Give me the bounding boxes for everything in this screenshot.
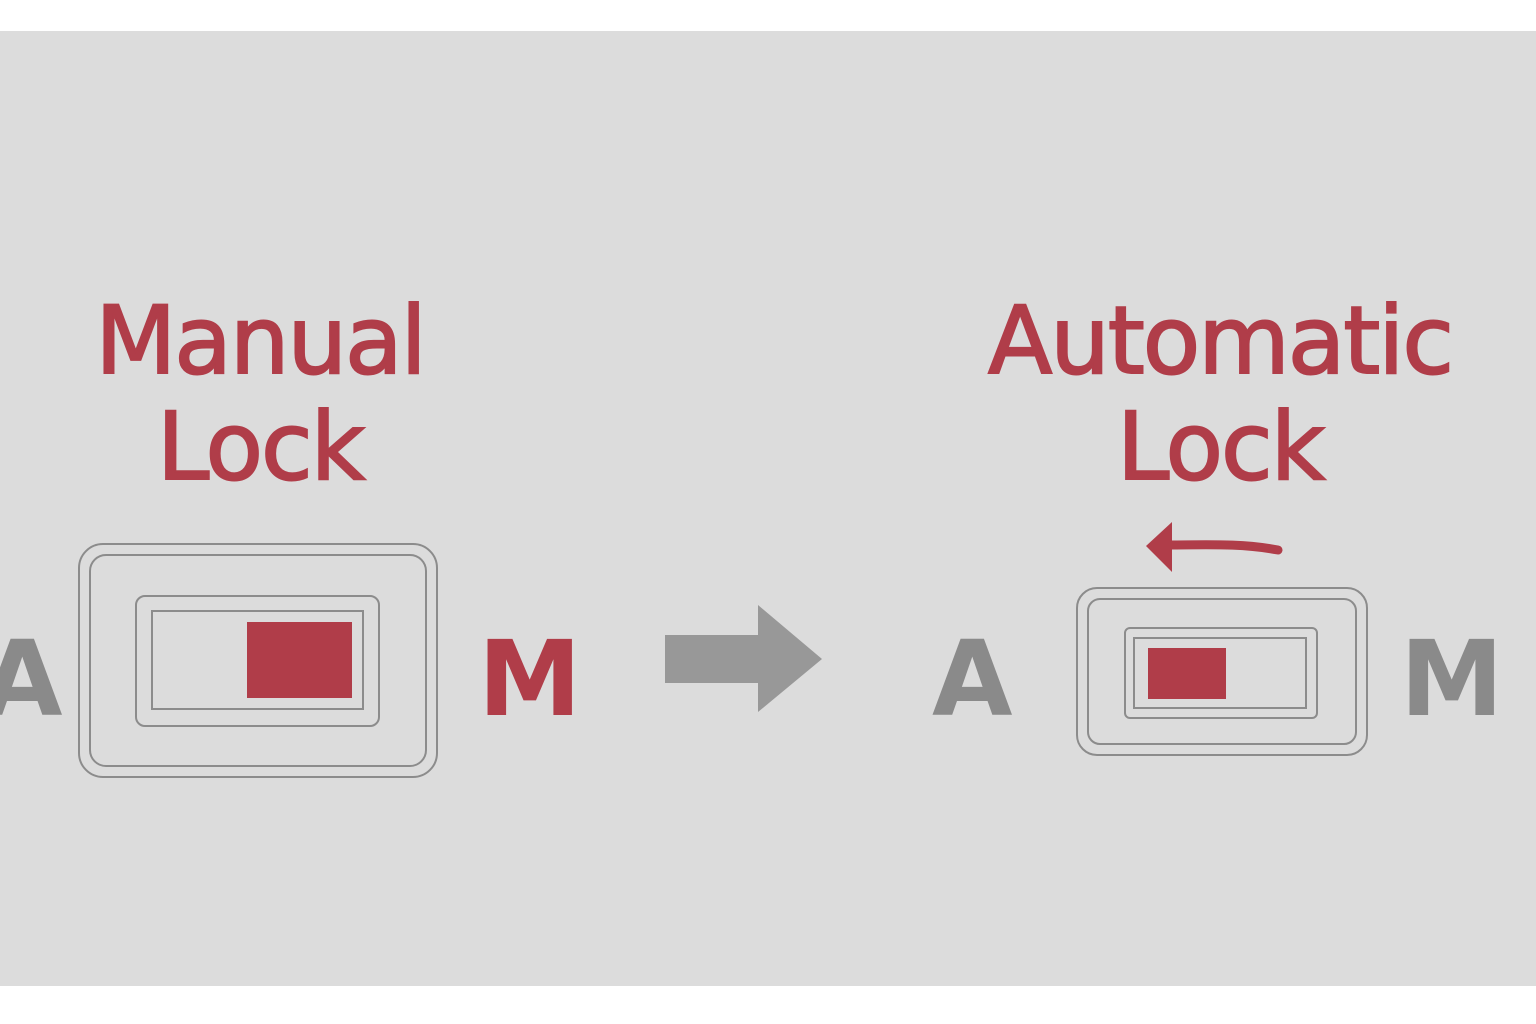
right-arrow-icon <box>665 605 822 712</box>
manual-switch-slot-inner <box>151 610 364 710</box>
diagram-artwork <box>78 522 1368 778</box>
auto-switch-slot-outer <box>1124 627 1318 719</box>
automatic-lock-switch <box>1076 587 1368 756</box>
manual-m-label: M <box>478 618 582 740</box>
manual-switch-outer-frame <box>78 543 438 778</box>
diagram-panel: Manual Lock Automatic Lock A M A M <box>0 31 1536 986</box>
auto-switch-outer-frame <box>1076 587 1368 756</box>
auto-switch-inner-frame <box>1087 598 1357 745</box>
manual-a-label: A <box>0 618 63 740</box>
manual-title-line1: Manual <box>94 287 428 396</box>
manual-lock-switch <box>78 543 438 778</box>
auto-switch-slot-inner <box>1133 637 1307 709</box>
auto-switch-knob <box>1148 648 1226 699</box>
manual-switch-inner-frame <box>89 554 427 767</box>
automatic-title-line2: Lock <box>1116 393 1326 502</box>
manual-title-line2: Lock <box>156 393 366 502</box>
manual-lock-title: Manual Lock <box>40 287 480 502</box>
automatic-lock-title: Automatic Lock <box>950 287 1490 502</box>
manual-switch-knob <box>247 622 352 698</box>
manual-switch-slot-outer <box>135 595 380 727</box>
left-arrow-icon <box>1146 522 1283 572</box>
automatic-m-label: M <box>1400 618 1504 740</box>
automatic-a-label: A <box>932 618 1013 740</box>
automatic-title-line1: Automatic <box>987 287 1455 396</box>
